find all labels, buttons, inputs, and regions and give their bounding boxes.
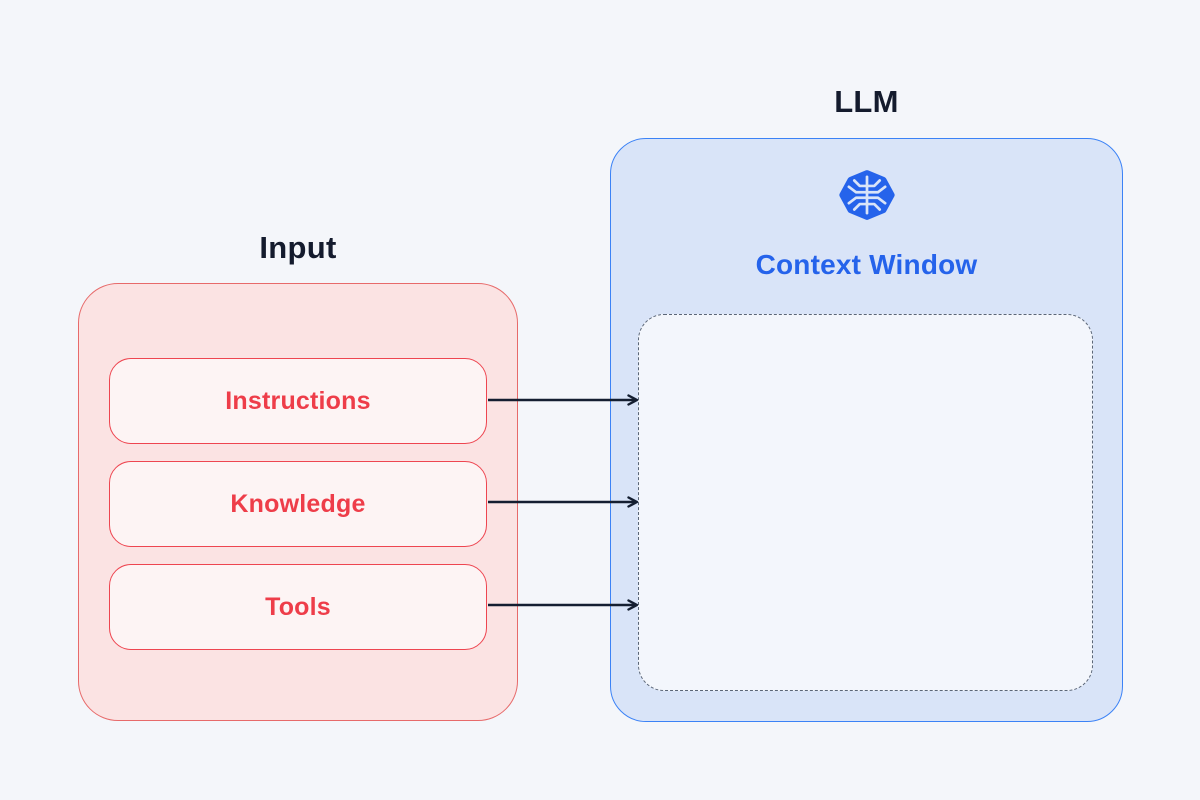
input-item-knowledge: Knowledge xyxy=(109,461,487,547)
input-item-instructions: Instructions xyxy=(109,358,487,444)
input-section-title: Input xyxy=(259,230,337,265)
llm-section-title: LLM xyxy=(834,84,899,119)
context-window-area xyxy=(638,314,1093,691)
context-window-label: Context Window xyxy=(755,249,978,280)
input-panel: Instructions Knowledge Tools xyxy=(78,283,518,721)
llm-panel: Context Window xyxy=(610,138,1123,722)
input-item-tools: Tools xyxy=(109,564,487,650)
brain-circuit-icon xyxy=(839,170,895,220)
